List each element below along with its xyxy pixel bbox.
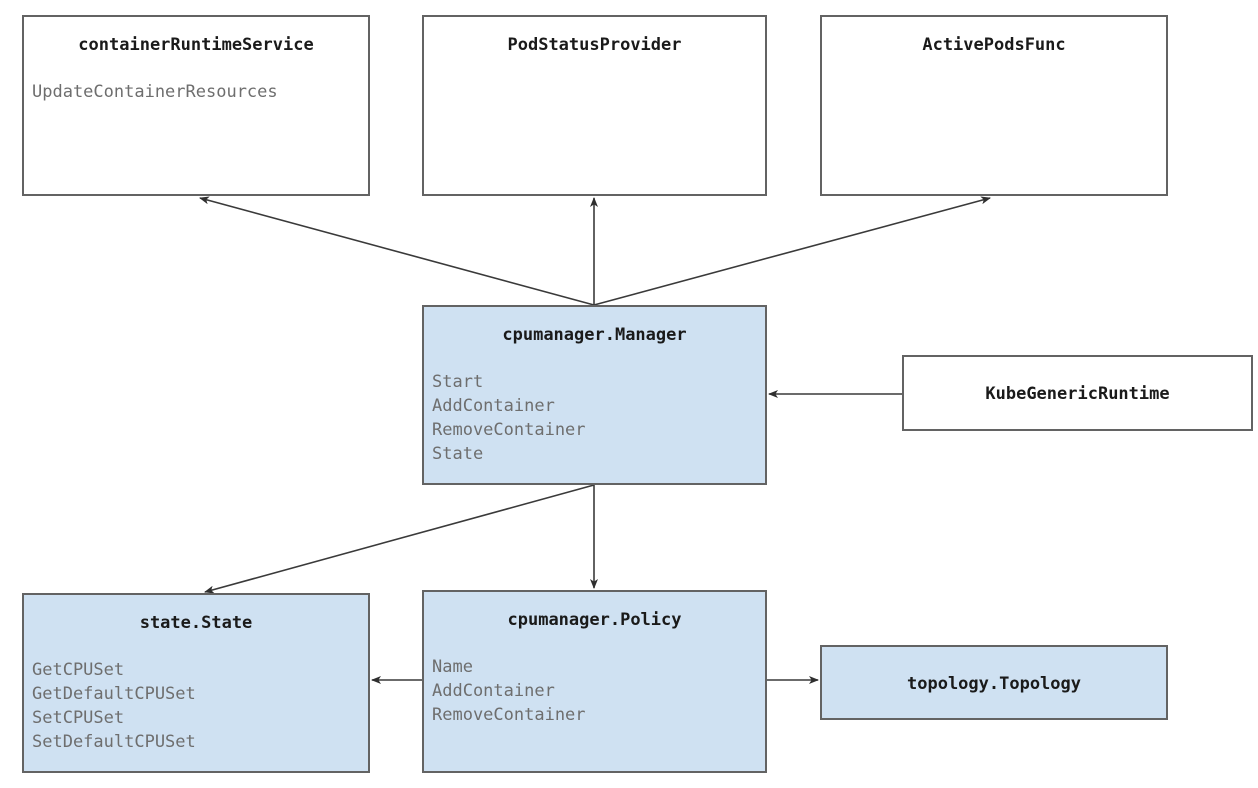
class-title-container-runtime-service: containerRuntimeService — [78, 35, 314, 55]
class-title-active-pods-func: ActivePodsFunc — [922, 35, 1066, 55]
class-title-topology-topology: topology.Topology — [907, 674, 1081, 694]
uml-class-box-pod-status-provider[interactable]: PodStatusProvider — [422, 15, 767, 196]
edge-manager-to-active-pods-func — [593, 196, 991, 306]
uml-class-box-topology-topology[interactable]: topology.Topology — [820, 645, 1168, 720]
class-member: GetDefaultCPUSet — [32, 684, 196, 704]
uml-class-box-active-pods-func[interactable]: ActivePodsFunc — [820, 15, 1168, 196]
class-members-container-runtime-service: UpdateContainerResources — [32, 80, 364, 104]
uml-class-box-kube-generic-runtime[interactable]: KubeGenericRuntime — [902, 355, 1253, 431]
class-title-cpumanager-manager: cpumanager.Manager — [502, 325, 687, 345]
class-member: SetDefaultCPUSet — [32, 732, 196, 752]
class-title-kube-generic-runtime: KubeGenericRuntime — [985, 384, 1170, 404]
class-member: RemoveContainer — [432, 705, 586, 725]
class-member: State — [432, 444, 484, 464]
class-title-pod-status-provider: PodStatusProvider — [507, 35, 682, 55]
class-member: RemoveContainer — [432, 420, 586, 440]
class-title-cpumanager-policy: cpumanager.Policy — [507, 610, 682, 630]
class-member: GetCPUSet — [32, 660, 125, 680]
edge-manager-to-state-state — [204, 484, 595, 594]
class-member: Name — [432, 657, 473, 677]
class-member: SetCPUSet — [32, 708, 125, 728]
class-member: AddContainer — [432, 681, 555, 701]
class-title-state-state: state.State — [139, 613, 253, 633]
edge-manager-to-container-runtime-service — [199, 196, 595, 306]
class-member: AddContainer — [432, 396, 555, 416]
class-member: UpdateContainerResources — [32, 82, 278, 102]
class-member: Start — [432, 372, 484, 392]
